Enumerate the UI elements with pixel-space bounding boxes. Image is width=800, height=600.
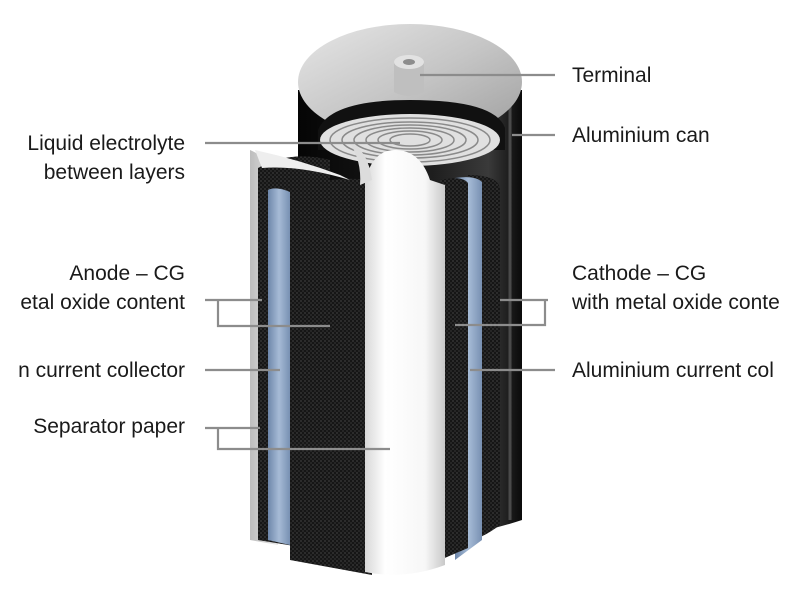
label-cathode-line2: with metal oxide conte	[572, 291, 780, 314]
label-separator: Separator paper	[33, 415, 185, 438]
label-anode-collector-text: n current collector	[18, 359, 185, 382]
terminal-post	[394, 55, 424, 96]
label-electrolyte-line1: Liquid electrolyte	[27, 132, 185, 155]
leader-lines	[205, 73, 555, 451]
spiral-roll	[318, 100, 505, 166]
anode-layers	[250, 150, 372, 575]
leader-separator	[205, 426, 390, 451]
label-aluminium-can: Aluminium can	[572, 124, 710, 147]
label-anode-line1: Anode – CG	[69, 262, 185, 285]
separator-paper	[348, 140, 445, 575]
label-cathode-line1: Cathode – CG	[572, 262, 707, 285]
label-cathode-collector: Aluminium current col	[572, 359, 774, 382]
leader-anode	[205, 298, 330, 328]
label-electrolyte-line2: between layers	[43, 161, 185, 184]
label-anode-line2-text: etal oxide content	[20, 291, 185, 314]
label-terminal: Terminal	[572, 64, 652, 87]
leader-cathode	[455, 298, 548, 327]
cathode-layers	[440, 175, 500, 561]
label-anode-line2: etal oxide content	[0, 288, 185, 317]
label-anode-collector: n current collector	[0, 356, 185, 385]
